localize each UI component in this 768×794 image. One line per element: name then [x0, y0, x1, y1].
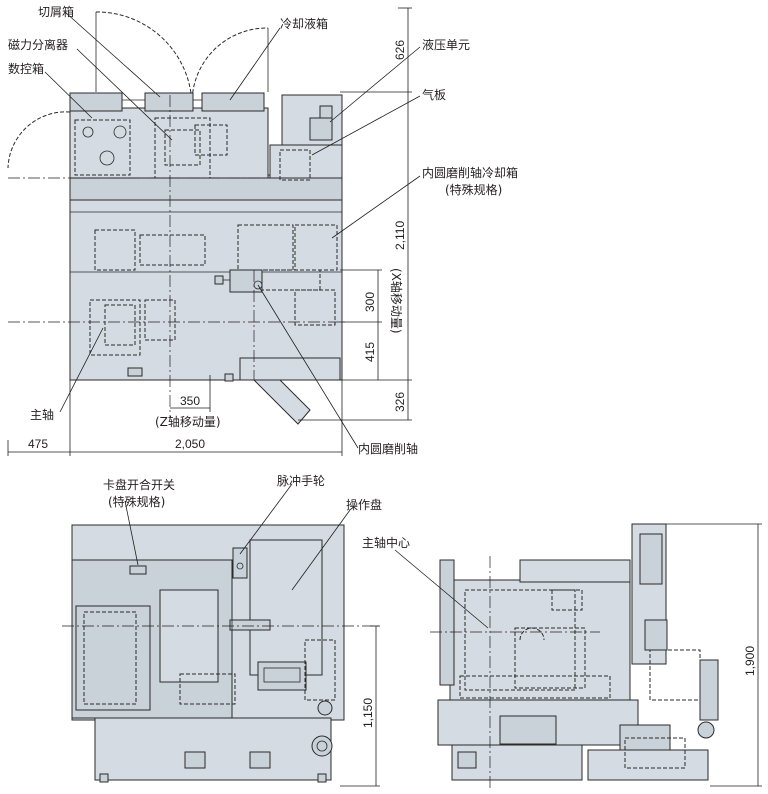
top-view-dimensions	[7, 7, 412, 456]
label-special-spec-1: (特殊规格)	[445, 182, 502, 197]
front-view-leaders	[124, 483, 351, 591]
label-chip-box: 切屑箱	[38, 4, 74, 19]
label-z-travel: (Z轴移动量)	[155, 414, 221, 429]
dim-2050: 2,050	[175, 437, 205, 451]
label-pulse-handwheel: 脉冲手轮	[277, 473, 325, 488]
dim-326: 326	[393, 392, 407, 412]
front-view-labels: 卡盘开合开关 (特殊规格) 脉冲手轮 操作盘	[103, 473, 382, 512]
side-view-labels: 主轴中心	[362, 535, 410, 550]
operation-panel-box	[249, 539, 323, 676]
top-view-labels: 切屑箱 冷却液箱 磁力分离器 液压单元 数控箱 气板 内圆磨削轴冷却箱 (特殊规…	[8, 4, 518, 456]
label-operation-panel: 操作盘	[346, 497, 382, 512]
top-view	[7, 11, 348, 425]
side-door-edge	[439, 559, 455, 686]
nc-box-top	[69, 92, 123, 112]
dim-626: 626	[393, 40, 407, 60]
dim-475: 475	[28, 437, 48, 451]
nc-door-arc	[7, 111, 71, 169]
label-special-spec-2: (特殊规格)	[108, 494, 165, 509]
top-view-leaders	[44, 11, 421, 449]
dim-350: 350	[180, 394, 200, 408]
machine-base-top	[69, 174, 343, 381]
coolant-door-arc	[191, 27, 269, 106]
label-hydraulic-unit: 液压单元	[422, 37, 470, 52]
front-base	[94, 717, 332, 781]
chuck-panel	[75, 605, 151, 711]
label-id-grinding-spindle: 内圆磨削轴	[358, 441, 418, 456]
chip-box-top	[144, 92, 194, 112]
side-view	[430, 523, 719, 790]
label-spindle: 主轴	[30, 407, 54, 422]
label-chuck-switch: 卡盘开合开关	[103, 477, 175, 492]
chip-door-arc	[95, 11, 193, 106]
front-view	[62, 524, 380, 783]
side-view-leaders	[394, 549, 489, 629]
label-id-coolant-tank: 内圆磨削轴冷却箱	[422, 165, 518, 180]
hydraulic-pump	[309, 117, 333, 141]
side-view-dimensions: 1,900	[666, 523, 762, 787]
dim-1150: 1,150	[361, 698, 375, 728]
label-coolant-tank: 冷却液箱	[280, 16, 328, 31]
label-spindle-center: 主轴中心	[362, 535, 410, 550]
side-cabinet	[449, 579, 631, 701]
front-window	[159, 589, 219, 683]
label-nc-box: 数控箱	[8, 61, 44, 76]
dim-300: 300	[363, 292, 377, 312]
label-magnetic-separator: 磁力分离器	[8, 37, 68, 52]
dim-1900: 1,900	[743, 646, 757, 676]
front-view-dimensions: 1,150	[340, 625, 380, 787]
label-air-panel: 气板	[422, 87, 446, 102]
dim-415: 415	[363, 342, 377, 362]
label-x-travel: (X轴移动量)	[389, 268, 404, 334]
dim-2110: 2,110	[393, 221, 407, 250]
coolant-tank-top	[201, 92, 265, 112]
